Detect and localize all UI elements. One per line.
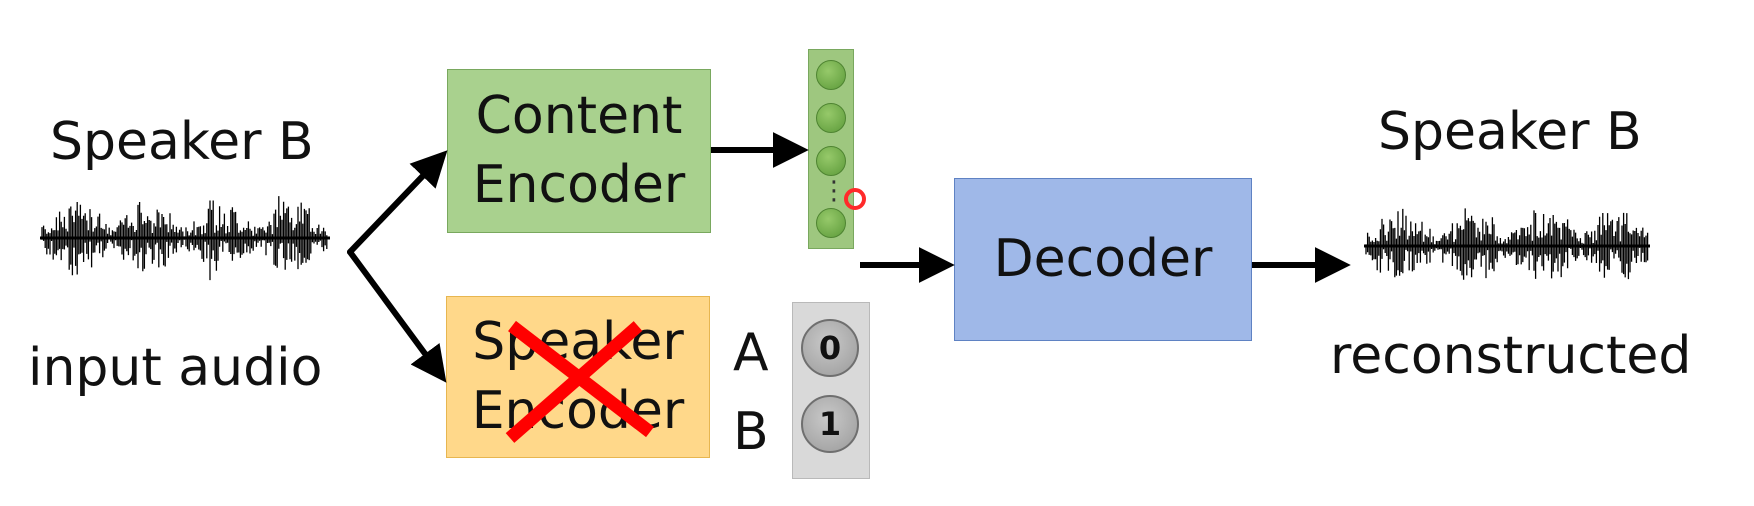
arrow-to-speaker-encoder: [347, 249, 447, 383]
content-encoder-block: Content Encoder: [447, 69, 711, 233]
latent-node: [816, 103, 846, 133]
latent-ellipsis: ⋮: [821, 176, 847, 206]
speaker-b-label: B: [733, 402, 769, 462]
output-speaker-label: Speaker B: [1378, 102, 1642, 162]
arrow-to-content-encoder: [347, 150, 448, 255]
input-speaker-label: Speaker B: [50, 112, 314, 172]
decoder-label: Decoder: [993, 229, 1213, 290]
content-latent-vector: ⋮: [808, 49, 854, 249]
cursor-pointer-icon: [844, 188, 866, 210]
speaker-onehot-vector: 0 1: [792, 302, 870, 479]
decoder-block: Decoder: [954, 178, 1252, 341]
split-arrows: [347, 150, 448, 383]
reconstructed-caption: reconstructed: [1330, 326, 1692, 386]
onehot-bit-b: 1: [801, 395, 859, 453]
latent-node: [816, 208, 846, 238]
cross-icon: [505, 320, 654, 443]
speaker-encoder-line1: Speaker: [472, 312, 684, 373]
content-encoder-line1: Content: [475, 86, 683, 147]
onehot-bit-a: 0: [801, 319, 859, 377]
content-encoder-line2: Encoder: [472, 155, 686, 215]
output-waveform-icon: [1364, 182, 1650, 310]
input-audio-caption: input audio: [28, 338, 323, 398]
speaker-a-label: A: [733, 323, 769, 383]
latent-node: [816, 60, 846, 90]
latent-node: [816, 146, 846, 176]
input-waveform-icon: [40, 174, 330, 302]
